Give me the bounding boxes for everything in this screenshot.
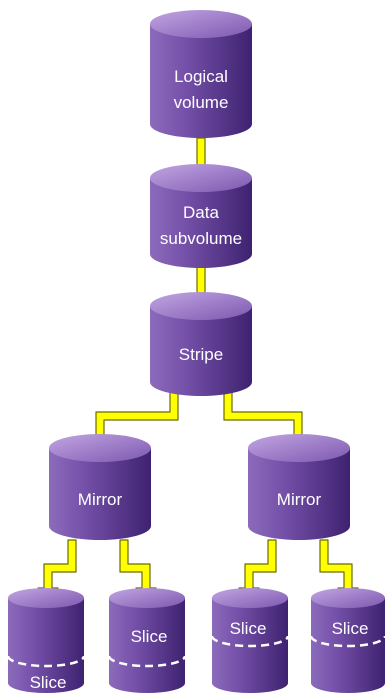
- slice-2-label: Slice: [131, 627, 168, 646]
- slice-3-cylinder: Slice: [210, 588, 290, 693]
- mirror-right-label: Mirror: [277, 490, 322, 509]
- data-subvolume-cylinder: Data subvolume: [150, 164, 252, 268]
- logical-volume-label-line1: Logical: [174, 67, 228, 86]
- slice-4-dashed-divider: [309, 635, 386, 648]
- data-subvolume-label-line1: Data: [183, 203, 219, 222]
- slice-4-cylinder: Slice: [309, 588, 386, 693]
- stripe-label: Stripe: [179, 345, 223, 364]
- slice-2-dashed-divider: [107, 655, 187, 668]
- mirror-left-cylinder: Mirror: [49, 434, 151, 540]
- stripe-cylinder: Stripe: [150, 292, 252, 396]
- slice-4-label: Slice: [332, 619, 369, 638]
- data-subvolume-label-line2: subvolume: [160, 229, 242, 248]
- slice-1-dashed-divider: [6, 655, 86, 668]
- logical-volume-label-line2: volume: [174, 93, 229, 112]
- slice-1-cylinder: Slice: [6, 588, 86, 693]
- slice-2-cylinder: Slice: [107, 588, 187, 693]
- slice-3-dashed-divider: [210, 635, 290, 648]
- slice-3-label: Slice: [230, 619, 267, 638]
- slice-1-label: Slice: [30, 673, 67, 692]
- logical-volume-cylinder: Logical volume: [150, 10, 252, 138]
- mirror-left-label: Mirror: [78, 490, 123, 509]
- mirror-right-cylinder: Mirror: [248, 434, 350, 540]
